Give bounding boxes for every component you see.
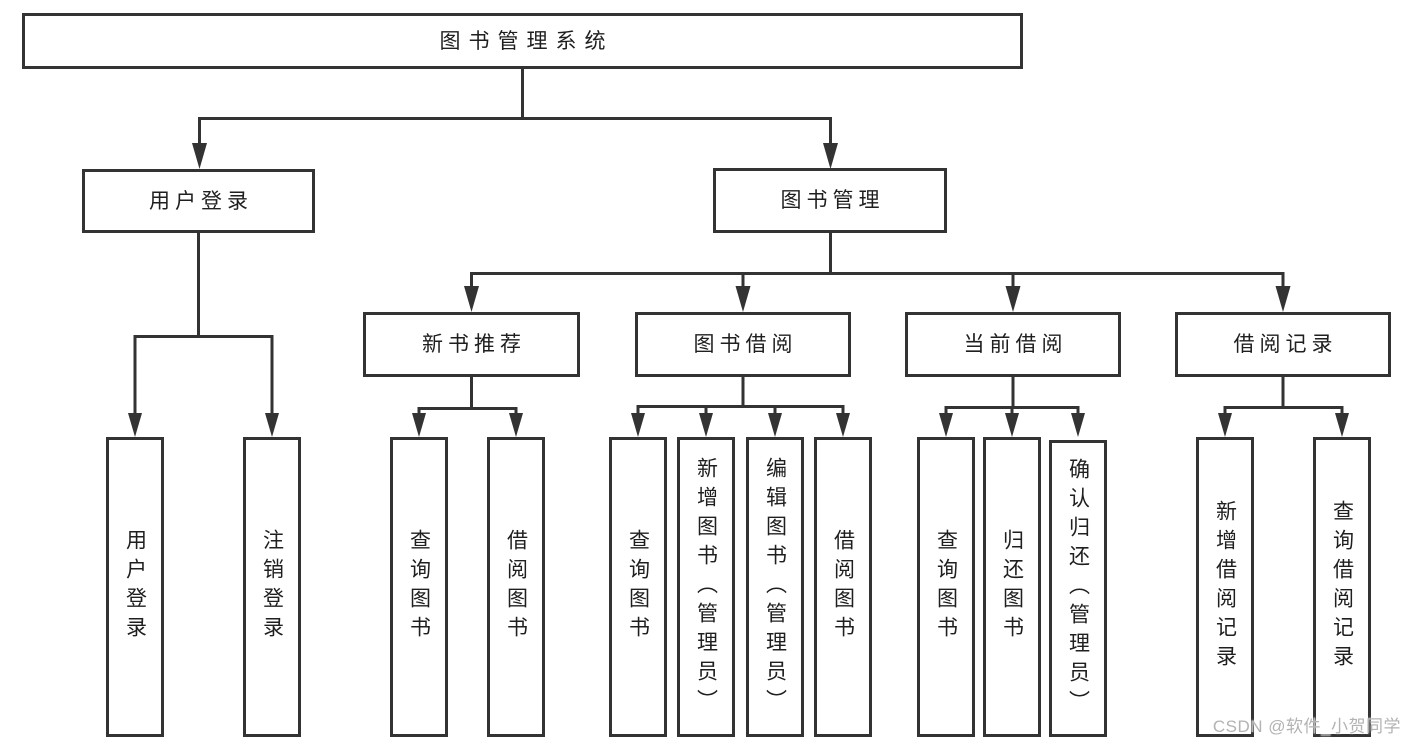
connector-userlogin-to-leaves — [133, 233, 274, 414]
arrowhead — [1005, 413, 1019, 437]
leaf-borrow-books-2-label: 借阅图书 — [831, 529, 855, 645]
arrowhead — [412, 413, 426, 437]
leaf-query-books-2-label: 查询图书 — [626, 529, 650, 645]
leaf-add-book-admin: 新增图书（管理员） — [677, 437, 735, 737]
connector-borrow-to-leaves — [636, 377, 845, 415]
arrowhead — [1005, 286, 1021, 312]
node-book-management-label: 图书管理 — [780, 189, 885, 212]
leaf-logout-label: 注销登录 — [260, 529, 284, 645]
leaf-query-books-3: 查询图书 — [917, 437, 975, 737]
arrowhead — [836, 413, 850, 437]
connector-newbook-to-leaves — [417, 377, 518, 415]
arrowhead — [823, 143, 838, 169]
leaf-confirm-return-admin-label: 确认归还（管理员） — [1066, 458, 1090, 719]
arrowhead — [1218, 413, 1232, 437]
leaf-add-book-admin-label: 新增图书（管理员） — [694, 456, 718, 718]
node-new-book-recommend: 新书推荐 — [363, 312, 580, 377]
leaf-query-books-1-label: 查询图书 — [407, 529, 431, 645]
leaf-query-books-2: 查询图书 — [609, 437, 667, 737]
leaf-user-login: 用户登录 — [106, 437, 164, 737]
arrowhead — [1275, 286, 1291, 312]
connector-bookmgmt-to-level3 — [470, 233, 1285, 289]
node-root-label: 图书管理系统 — [439, 29, 614, 53]
arrowhead — [1071, 413, 1085, 437]
leaf-query-books-3-label: 查询图书 — [934, 529, 958, 645]
leaf-add-borrow-record: 新增借阅记录 — [1196, 437, 1254, 737]
leaf-user-login-label: 用户登录 — [123, 529, 147, 645]
node-book-borrow-label: 图书借阅 — [693, 333, 798, 356]
arrowhead — [192, 143, 207, 169]
csdn-watermark: CSDN @软件_小贺同学 — [1212, 717, 1401, 736]
node-user-login: 用户登录 — [82, 169, 315, 233]
node-book-management: 图书管理 — [713, 168, 947, 233]
node-borrow-records-label: 借阅记录 — [1233, 333, 1338, 356]
arrowhead — [265, 413, 279, 437]
arrowhead — [1335, 413, 1349, 437]
leaf-query-borrow-record: 查询借阅记录 — [1313, 437, 1371, 737]
node-borrow-records: 借阅记录 — [1175, 312, 1391, 377]
leaf-query-books-1: 查询图书 — [390, 437, 448, 737]
arrowhead — [509, 413, 523, 437]
arrowhead — [128, 413, 142, 437]
connector-root-to-level2 — [198, 68, 832, 146]
leaf-edit-book-admin: 编辑图书（管理员） — [746, 437, 804, 737]
node-root: 图书管理系统 — [22, 13, 1023, 69]
node-new-book-recommend-label: 新书推荐 — [422, 333, 526, 356]
connector-records-to-leaves — [1223, 377, 1344, 415]
node-user-login-label: 用户登录 — [149, 189, 253, 213]
arrowhead — [631, 413, 645, 437]
connector-current-to-leaves — [944, 377, 1080, 415]
node-book-borrow: 图书借阅 — [635, 312, 851, 377]
leaf-borrow-books-1-label: 借阅图书 — [504, 529, 528, 645]
leaf-borrow-books-2: 借阅图书 — [814, 437, 872, 737]
leaf-logout: 注销登录 — [243, 437, 301, 737]
leaf-query-borrow-record-label: 查询借阅记录 — [1330, 500, 1354, 674]
leaf-return-book-label: 归还图书 — [1000, 529, 1024, 645]
arrowhead — [464, 286, 479, 312]
leaf-return-book: 归还图书 — [983, 437, 1041, 737]
node-current-borrow-label: 当前借阅 — [963, 333, 1068, 356]
arrowhead — [735, 286, 751, 312]
arrowhead — [939, 413, 953, 437]
node-current-borrow: 当前借阅 — [905, 312, 1121, 377]
leaf-add-borrow-record-label: 新增借阅记录 — [1213, 500, 1237, 674]
leaf-confirm-return-admin: 确认归还（管理员） — [1049, 440, 1107, 737]
leaf-edit-book-admin-label: 编辑图书（管理员） — [763, 456, 787, 718]
leaf-borrow-books-1: 借阅图书 — [487, 437, 545, 737]
arrowhead — [768, 413, 782, 437]
arrowhead — [699, 413, 713, 437]
